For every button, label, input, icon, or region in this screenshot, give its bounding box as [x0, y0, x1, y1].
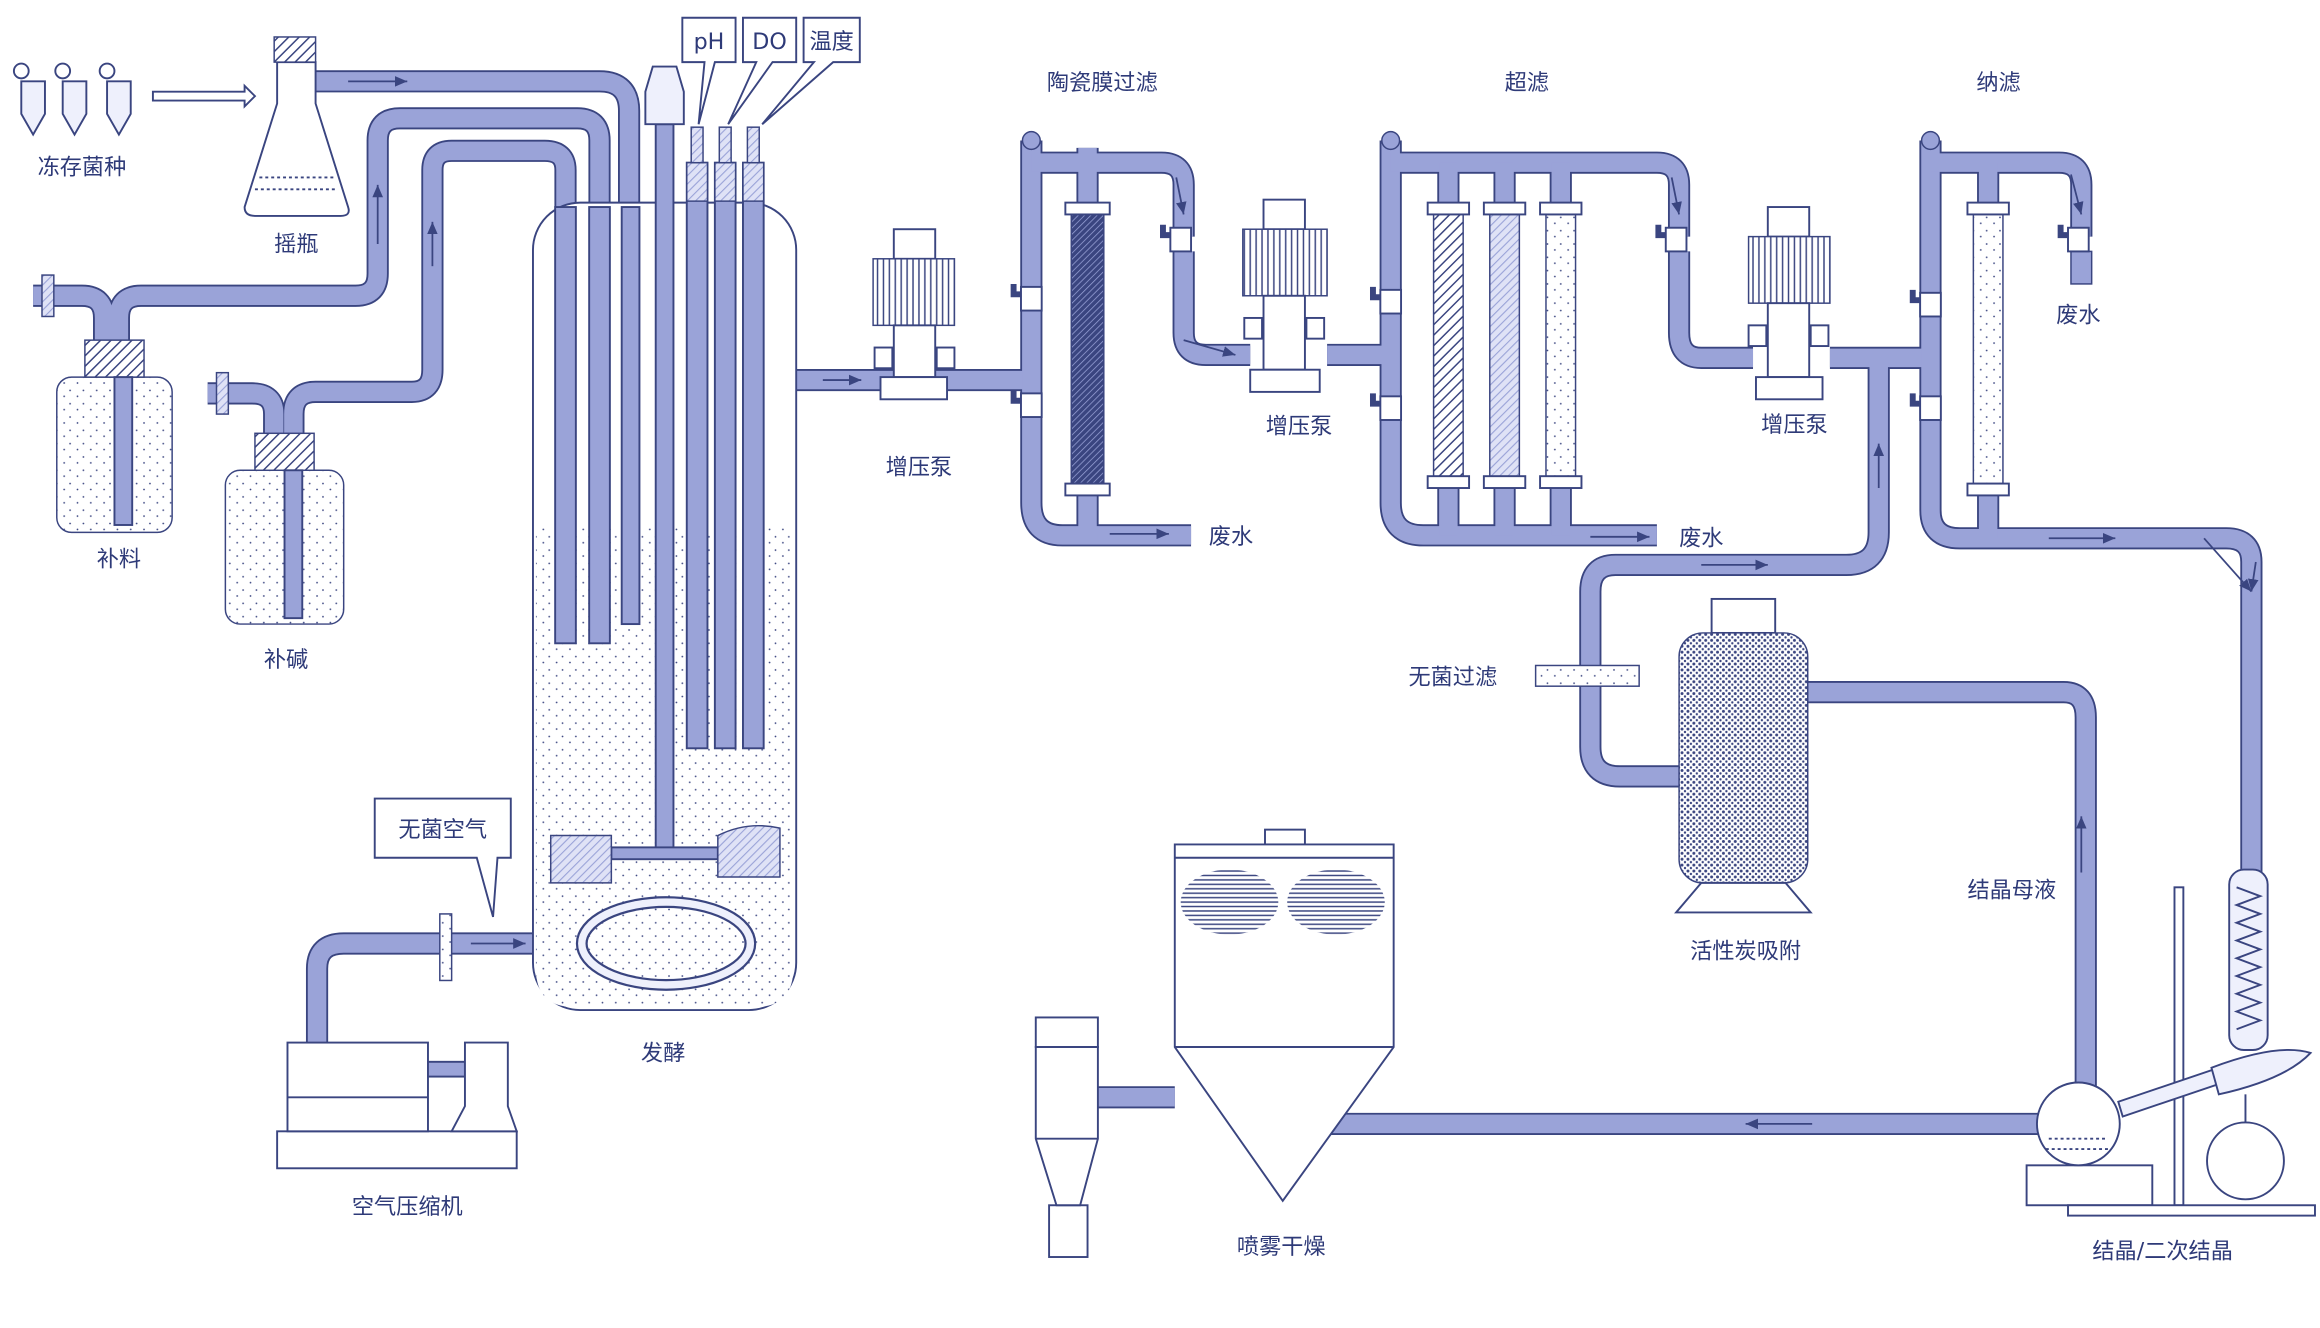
valve-port	[2067, 226, 2090, 253]
hook-icon	[1655, 224, 1666, 239]
sterile-air-label: 无菌空气	[398, 817, 487, 843]
crystallization-label: 结晶/二次结晶	[2092, 1238, 2233, 1264]
pipe	[1174, 251, 1251, 365]
ultrafiltration-label: 超滤	[1505, 70, 1549, 96]
activated-carbon-column	[1674, 597, 1813, 914]
pump2-label: 增压泵	[1266, 413, 1333, 439]
pipe	[1581, 357, 1888, 786]
hook-icon	[1909, 393, 1921, 407]
spray-dryer	[1034, 828, 1395, 1258]
booster-pump	[1747, 206, 1831, 401]
pipe	[33, 286, 114, 344]
valve-port	[1379, 288, 1403, 315]
do-label: DO	[752, 29, 787, 55]
pipe	[1439, 488, 1571, 536]
flow-arrow-icon	[2203, 537, 2253, 593]
pipe	[1381, 140, 1657, 545]
pump1-label: 增压泵	[886, 455, 953, 481]
pipe	[1272, 946, 2039, 1134]
flow-arrow-icon	[2247, 561, 2259, 592]
sensor-callouts	[681, 16, 861, 125]
temperature-label: 温度	[810, 29, 854, 55]
base-bottle	[215, 371, 345, 625]
pipe	[1930, 153, 2091, 237]
hook-icon	[1159, 224, 1171, 239]
hook-icon	[1369, 286, 1381, 301]
pipe	[1669, 251, 1754, 368]
valve-port	[1664, 226, 1688, 253]
drain-pipe	[2070, 250, 2093, 285]
pipe	[1439, 162, 1571, 203]
pipe	[1031, 153, 1193, 237]
activated-carbon-label: 活性炭吸附	[1690, 938, 1801, 964]
pipe-outline	[1020, 140, 1192, 547]
valve-ports	[1010, 224, 2090, 421]
pump3-label: 增压泵	[1761, 412, 1828, 438]
air-compressor-label: 空气压缩机	[352, 1194, 463, 1220]
nanofiltration-column	[1966, 201, 2010, 497]
ph-label: pH	[694, 29, 725, 55]
waste-water-label-1: 废水	[1209, 524, 1253, 550]
booster-pump	[1242, 198, 1328, 393]
pipe-cap	[1021, 130, 1041, 151]
pipe	[315, 72, 639, 622]
valve-port	[1020, 392, 1043, 418]
spray-drying-label: 喷雾干燥	[1237, 1234, 1326, 1260]
pipe	[207, 384, 284, 437]
flow-arrow-icon	[2070, 174, 2084, 215]
air-compressor	[276, 1041, 519, 1170]
hook-icon	[1369, 393, 1381, 407]
flow-arrow-icon	[1183, 339, 1236, 357]
hook-icon	[1909, 289, 1921, 304]
valve-port	[1919, 291, 1942, 318]
hook-icon	[1010, 390, 1021, 404]
ceramic-membrane-label: 陶瓷膜过滤	[1047, 70, 1158, 96]
shake-flask	[243, 36, 350, 217]
pipe	[307, 934, 585, 1043]
shake-flask-label: 摇瓶	[274, 231, 318, 257]
pipe-cap	[1920, 130, 1941, 151]
flow-arrow-icon	[1670, 177, 1682, 215]
fermentation-label: 发酵	[641, 1040, 685, 1066]
pipe	[1807, 682, 2095, 1087]
fermenter	[532, 65, 798, 1012]
feed-bottle	[41, 274, 173, 534]
base-feed-label: 补碱	[264, 647, 308, 673]
nanofiltration-label: 纳滤	[1976, 70, 2020, 96]
ceramic-membrane-column	[1064, 201, 1111, 497]
valve-port	[1020, 285, 1043, 312]
pipe-outline	[1270, 946, 2039, 1136]
pipe-cap	[1381, 130, 1401, 151]
sterile-air-callout	[373, 797, 512, 918]
pipes	[33, 70, 2263, 1136]
pipe	[284, 141, 575, 639]
pipe-outline	[107, 107, 611, 639]
pipe	[1022, 140, 1192, 545]
sterile-filter-label: 无菌过滤	[1408, 665, 1497, 691]
sterile-filter	[1534, 664, 1640, 687]
crystallizer	[2025, 868, 2316, 1217]
waste-water-label-2: 废水	[1679, 526, 1723, 552]
hook-icon	[2057, 224, 2069, 239]
booster-pump	[872, 228, 956, 401]
flow-arrow-icon	[1175, 177, 1187, 215]
pipe-outline	[1667, 251, 1754, 369]
hook-icon	[1010, 283, 1021, 298]
pipe	[109, 109, 609, 639]
mother-liquor-label: 结晶母液	[1967, 878, 2056, 904]
frozen-vials	[12, 62, 132, 137]
waste-water-label-3: 废水	[2056, 302, 2100, 328]
transfer-arrow-icon	[151, 83, 257, 109]
pipe	[1390, 153, 1689, 237]
valve-port	[1919, 395, 1942, 421]
frozen-strain-label: 冻存菌种	[38, 155, 127, 181]
ultrafiltration-columns	[1426, 201, 1583, 489]
valve-port	[1379, 395, 1403, 421]
feed-label: 补料	[97, 546, 141, 572]
valve-port	[1169, 226, 1193, 253]
air-filter	[439, 913, 453, 982]
